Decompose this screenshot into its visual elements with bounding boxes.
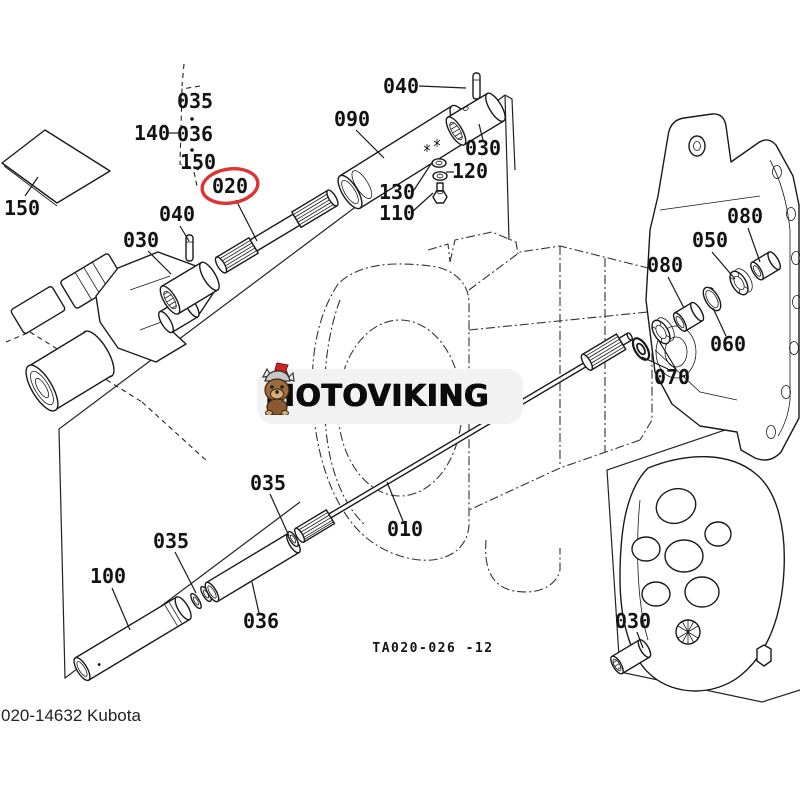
coupling-inset <box>610 639 652 675</box>
label-030-top: 030 <box>465 136 501 160</box>
inset-gear <box>675 619 701 645</box>
lower-tube-set <box>73 530 301 682</box>
kit-bracket <box>167 63 201 187</box>
label-035-lower: 035 <box>153 529 189 553</box>
label-040-left: 040 <box>159 202 195 226</box>
axle-cylinder <box>25 330 115 412</box>
drawing-number: TA020-026 -12 <box>372 641 493 656</box>
rear-axle-housing <box>645 113 800 461</box>
pin-top <box>472 72 481 100</box>
inset-cover <box>610 455 785 692</box>
watermark-brand-text: MOTOVIKING <box>265 379 490 414</box>
footer-part-reference: 020-14632 Kubota <box>1 706 141 725</box>
label-130: 130 <box>379 180 415 204</box>
label-100: 100 <box>90 564 126 588</box>
coupling-top <box>445 92 506 146</box>
main-shaft-010 <box>294 332 633 543</box>
watermark-pill: MOTOVIKING <box>257 362 523 424</box>
label-050: 050 <box>692 228 728 252</box>
shaft-spline-rear <box>580 332 633 371</box>
label-030-left: 030 <box>123 228 159 252</box>
label-020: 020 <box>212 174 248 198</box>
label-036: 036 <box>243 609 279 633</box>
tube-036 <box>204 532 301 603</box>
seal <box>631 337 651 361</box>
label-110: 110 <box>379 201 415 225</box>
pin-left <box>185 234 194 262</box>
snap-ring <box>190 592 202 610</box>
label-035-kit: 035 <box>177 89 213 113</box>
leader-lines <box>24 85 761 649</box>
label-090: 090 <box>334 107 370 131</box>
label-150-kit: 150 <box>180 150 216 174</box>
label-080-mid: 080 <box>647 253 683 277</box>
tube-100 <box>73 596 192 682</box>
label-120: 120 <box>452 159 488 183</box>
viking-mascot-icon <box>261 362 295 415</box>
race <box>702 286 722 312</box>
coupling-left <box>159 261 220 315</box>
shaft-spline-front <box>294 509 336 543</box>
spacer-mid <box>672 301 705 332</box>
label-080-rear: 080 <box>727 204 763 228</box>
label-150-plate: 150 <box>4 196 40 220</box>
bearing-rear <box>729 268 753 296</box>
front-axle-assembly <box>5 251 215 463</box>
part-labels: 150 140 035 036 150 020 040 030 090 040 … <box>4 74 763 633</box>
upper-shaft-assembly <box>159 72 506 315</box>
label-036-kit: 036 <box>177 122 213 146</box>
label-030-inset: 030 <box>615 609 651 633</box>
shaft-020 <box>214 189 339 274</box>
fastener-stack <box>423 139 448 204</box>
label-010: 010 <box>387 517 423 541</box>
label-060: 060 <box>710 332 746 356</box>
snap-ring <box>287 530 299 548</box>
bearing-front <box>651 317 675 345</box>
label-040-top: 040 <box>383 74 419 98</box>
label-035-upper: 035 <box>250 471 286 495</box>
label-140: 140 <box>134 121 170 145</box>
rear-bearing-row <box>631 251 782 361</box>
label-070: 070 <box>654 365 690 389</box>
gasket-plate <box>1 129 111 207</box>
highlight-circle-020 <box>200 167 260 205</box>
